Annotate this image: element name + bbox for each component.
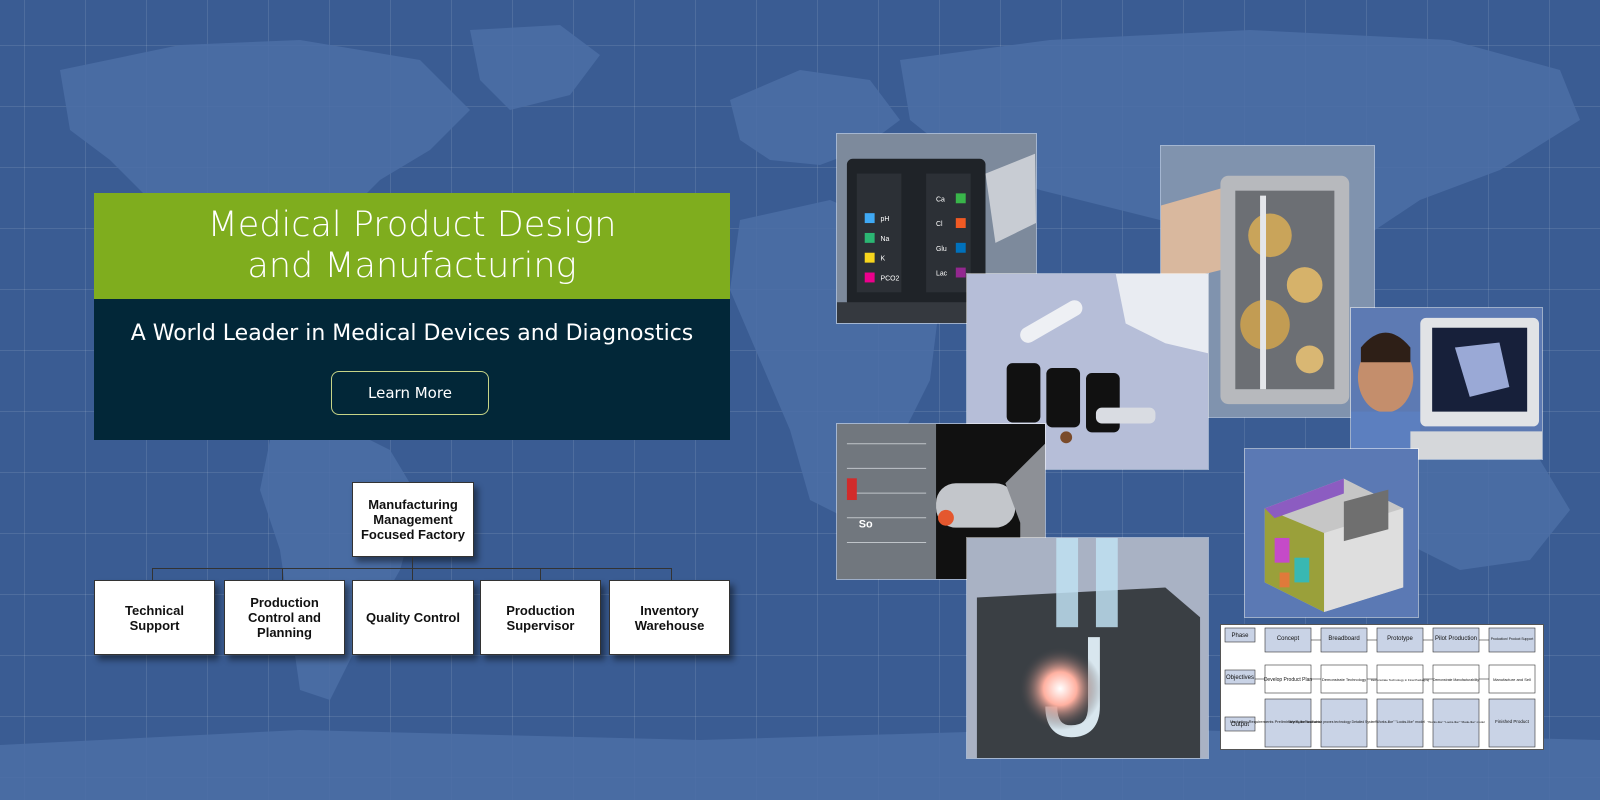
flow-output: "Works-like" unit which proves technolog… <box>1288 720 1400 724</box>
flow-column: Pilot Production Demonstrate Manufactura… <box>1427 627 1485 748</box>
flow-objective: Manufacture and Sell <box>1493 677 1531 682</box>
flow-phase: Breadboard <box>1328 636 1359 642</box>
reagent-tag: Glu <box>936 246 947 253</box>
flow-output: Marketing Requirements Preliminary Speci… <box>1230 719 1346 724</box>
flow-row-label: Phase <box>1231 633 1249 639</box>
photo-cartridge: So <box>836 423 1046 580</box>
flow-output: "Works-like" "Looks-like" "Made-like" mo… <box>1427 720 1485 724</box>
org-connector <box>412 568 413 580</box>
org-child-box: Inventory Warehouse <box>609 580 730 655</box>
flow-row-label: Objectives <box>1226 675 1254 681</box>
org-child-box: Quality Control <box>352 580 474 655</box>
hero-title-band: Medical Product Design and Manufacturing <box>94 193 730 299</box>
hero-banner: Medical Product Design and Manufacturing… <box>94 193 730 440</box>
flow-objective: Develop Product Plan <box>1264 677 1313 683</box>
flow-phase: Concept <box>1277 636 1300 642</box>
org-connector <box>671 568 672 580</box>
flow-column: Production/ Product Support Manufacture … <box>1488 627 1536 748</box>
org-connector <box>282 568 283 580</box>
flow-objective: Demonstrate Technology <box>1322 677 1366 682</box>
flow-output: Finished Product <box>1495 719 1530 724</box>
flow-phase: Prototype <box>1387 636 1413 642</box>
flow-output: "Works-like" "Looks-like" model <box>1375 720 1425 724</box>
hero-title-line-2: and Manufacturing <box>247 246 577 286</box>
reagent-tag: Cl <box>936 221 943 228</box>
learn-more-button[interactable]: Learn More <box>331 371 489 415</box>
flow-objective: Demonstrate Technology in Final Packagin… <box>1371 678 1430 682</box>
reagent-tag: pH <box>881 216 890 223</box>
hero-title-line-1: Medical Product Design <box>207 205 617 245</box>
so-label: So <box>859 519 873 531</box>
flow-column: Breadboard Demonstrate Technology "Works… <box>1288 627 1400 748</box>
photo-phase-flowchart: Phase Objectives Output Concept Develop … <box>1220 624 1544 750</box>
org-connector <box>152 568 153 580</box>
reagent-tag: Ca <box>936 196 945 203</box>
flow-phase: Pilot Production <box>1435 636 1477 642</box>
photo-engineer-monitor <box>1350 307 1543 460</box>
reagent-tag: K <box>881 256 886 263</box>
photo-gearbox <box>1160 145 1375 418</box>
org-connector <box>540 568 541 580</box>
hero-subtitle: A World Leader in Medical Devices and Di… <box>130 321 694 346</box>
hero-subtitle-band: A World Leader in Medical Devices and Di… <box>94 299 730 440</box>
flow-column: Prototype Demonstrate Technology in Fina… <box>1371 627 1430 748</box>
reagent-tag: Na <box>881 236 890 243</box>
photo-glass-tubes <box>966 537 1209 759</box>
flow-objective: Demonstrate Manufacturability <box>1433 678 1479 682</box>
org-root-box: Manufacturing Management Focused Factory <box>352 482 474 557</box>
flow-row-label: Output <box>1231 722 1249 728</box>
flow-phase: Production/ Product Support <box>1491 637 1534 641</box>
flow-column: Concept Develop Product Plan Marketing R… <box>1230 627 1346 748</box>
photo-cad-render <box>1244 448 1419 618</box>
org-chart: Manufacturing Management Focused Factory… <box>94 482 734 662</box>
org-child-box: Production Supervisor <box>480 580 601 655</box>
reagent-tag: PCO2 <box>881 275 900 282</box>
org-child-box: Production Control and Planning <box>224 580 345 655</box>
reagent-tag: Lac <box>936 271 948 278</box>
org-child-box: Technical Support <box>94 580 215 655</box>
photo-analyzer-panel: pH Na K PCO2 Ca Cl Glu Lac <box>836 133 1037 324</box>
org-connector <box>412 557 413 568</box>
org-connector <box>152 568 671 569</box>
